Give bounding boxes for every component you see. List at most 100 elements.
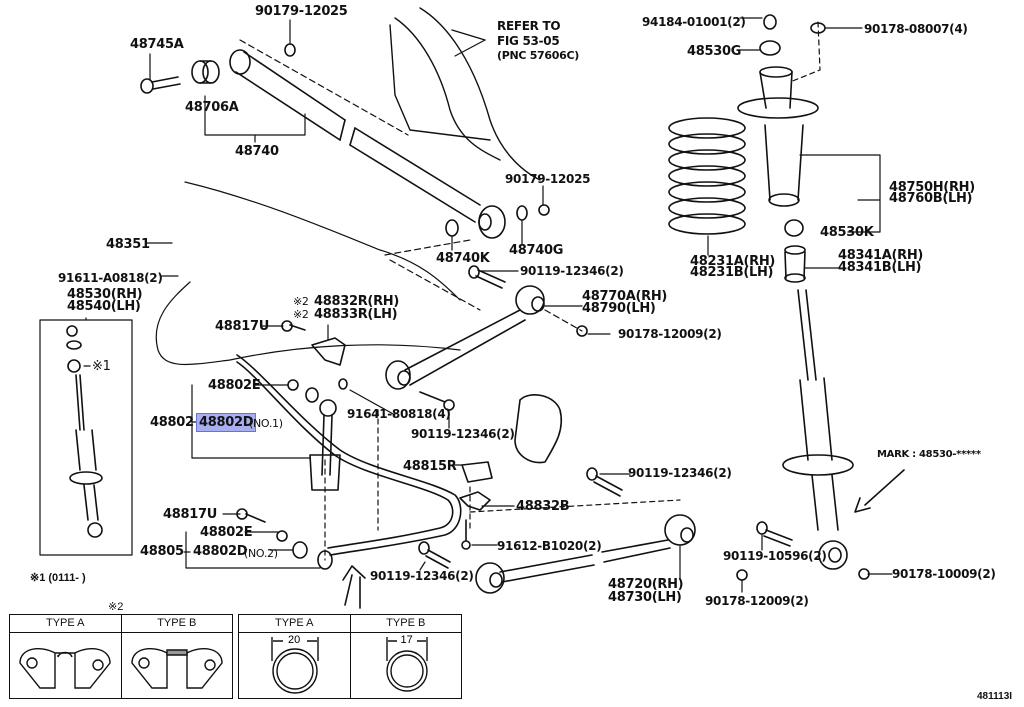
figure-code: 481113I	[977, 691, 1013, 702]
lateral-rod-48770A	[385, 285, 545, 390]
bumper-48341	[784, 245, 806, 283]
stabilizer-link	[309, 399, 341, 491]
callout-48740[interactable]: 48740	[235, 144, 279, 159]
callout-48832B[interactable]: 48832B	[516, 499, 570, 514]
bushing-type-a-illustration: 20	[239, 633, 350, 698]
callout-48530G[interactable]: 48530G	[687, 44, 742, 59]
callout-48750H[interactable]: 48750H(RH)	[889, 180, 975, 195]
callout-48341A[interactable]: 48341A(RH)	[838, 248, 924, 263]
bolt-91641	[338, 378, 348, 390]
bushing-48802E-bottom	[276, 530, 288, 542]
callout-48530K[interactable]: 48530K	[820, 225, 874, 240]
bushing-48802D-no1	[305, 387, 319, 403]
bracket-type-a-illustration	[10, 633, 121, 698]
callout-48802[interactable]: 48802	[150, 415, 194, 430]
callout-48231A[interactable]: 48231A(RH)	[690, 254, 776, 269]
callout-90119-10596[interactable]: 90119-10596(2)	[723, 549, 827, 563]
callout-48760B[interactable]: 48760B(LH)	[889, 191, 973, 206]
callout-48740G[interactable]: 48740G	[509, 243, 564, 258]
bushing-type-b-header: TYPE B	[349, 615, 462, 632]
callout-91611-A0818[interactable]: 91611-A0818(2)	[58, 271, 163, 285]
callout-48802D-no1-highlighted[interactable]: 48802D	[195, 413, 257, 432]
refer-to-line2[interactable]: FIG 53-05	[497, 34, 560, 48]
bushing-type-b-illustration: 17	[349, 633, 462, 698]
callout-48805[interactable]: 48805	[140, 544, 184, 559]
bolt-90119-10596	[756, 521, 793, 547]
bushing-48815R	[461, 461, 493, 483]
refer-to-line1: REFER TO	[497, 19, 561, 33]
callout-48832R[interactable]: 48832R(RH)	[314, 294, 400, 309]
callout-48706A[interactable]: 48706A	[185, 100, 239, 115]
callout-90119-12346-bottom[interactable]: 90119-12346(2)	[370, 569, 474, 583]
mark-arrow	[854, 469, 905, 513]
nut-90178-12009-top	[576, 325, 588, 337]
footnote-1: ※1 (0111- )	[30, 572, 86, 584]
bolt-48817U-top	[281, 320, 306, 332]
callout-48231B[interactable]: 48231B(LH)	[690, 265, 774, 280]
callout-48790[interactable]: 48790(LH)	[582, 301, 656, 316]
callout-48802E-top[interactable]: 48802E	[208, 378, 261, 393]
washer-48740K	[445, 219, 459, 237]
bracket-type-b-illustration	[120, 633, 233, 698]
body-outline	[184, 181, 461, 301]
footnote-2-mark: ※2	[108, 601, 124, 613]
shock-absorber	[782, 289, 854, 570]
callout-48351[interactable]: 48351	[106, 237, 150, 252]
callout-91641-80818[interactable]: 91641-80818(4)	[347, 407, 451, 421]
strut-mount	[737, 14, 826, 207]
bracket-48832B	[459, 491, 491, 511]
callout-90178-12009-top[interactable]: 90178-12009(2)	[618, 327, 722, 341]
note-mark-2-a: ※2	[293, 295, 309, 308]
callout-48817U-top[interactable]: 48817U	[215, 319, 269, 334]
bracket-type-table: TYPE A TYPE B	[9, 614, 233, 699]
callout-48802D-no2[interactable]: 48802D	[193, 544, 248, 559]
callout-48833R[interactable]: 48833R(LH)	[314, 307, 398, 322]
lower-arm-48720	[475, 514, 696, 594]
note-mark-2-b: ※2	[293, 308, 309, 321]
callout-no1-qualifier: (NO.1)	[249, 417, 283, 430]
bushing-type-a-dimension: 20	[288, 634, 301, 646]
callout-94184-01001[interactable]: 94184-01001(2)	[642, 15, 746, 29]
washer-48740G	[516, 205, 528, 221]
callout-91612-B1020[interactable]: 91612-B1020(2)	[497, 539, 602, 553]
callout-48730[interactable]: 48730(LH)	[608, 590, 682, 605]
nut-90178-12009-bottom	[736, 569, 748, 581]
callout-90178-12009-bottom[interactable]: 90178-12009(2)	[705, 594, 809, 608]
body-outline-lower	[155, 281, 461, 365]
bolt-48817U-bottom	[236, 508, 266, 523]
bracket-type-b-header: TYPE B	[120, 615, 233, 632]
callout-48770A[interactable]: 48770A(RH)	[582, 289, 668, 304]
callout-90119-12346-mid[interactable]: 90119-12346(2)	[411, 427, 515, 441]
body-bracket	[389, 7, 541, 181]
callout-48540[interactable]: 48540(LH)	[67, 299, 141, 314]
bracket-type-a-header: TYPE A	[45, 617, 85, 629]
callout-48530[interactable]: 48530(RH)	[67, 287, 143, 302]
shock-absorber-assembly-48530	[66, 325, 103, 538]
bushing-48802D-no2	[292, 541, 308, 559]
callout-90179-12025-mid[interactable]: 90179-12025	[505, 172, 591, 186]
callout-48802E-bottom[interactable]: 48802E	[200, 525, 253, 540]
arm-bushing	[478, 205, 506, 239]
callout-48720[interactable]: 48720(RH)	[608, 577, 684, 592]
callout-90178-08007[interactable]: 90178-08007(4)	[864, 22, 968, 36]
leader-lines	[39, 17, 893, 593]
callout-48740K[interactable]: 48740K	[436, 251, 490, 266]
callout-48815R[interactable]: 48815R	[403, 459, 457, 474]
callout-90119-12346-top[interactable]: 90119-12346(2)	[520, 264, 624, 278]
bolt-48745A	[140, 76, 181, 94]
callout-90119-12346-right[interactable]: 90119-12346(2)	[628, 466, 732, 480]
view-arrow	[342, 565, 366, 609]
nut-90179-mid	[538, 204, 550, 216]
callout-48745A[interactable]: 48745A	[130, 37, 184, 52]
callout-48341B[interactable]: 48341B(LH)	[838, 260, 922, 275]
callout-90179-12025-top[interactable]: 90179-12025	[255, 4, 348, 19]
callout-48817U-bottom[interactable]: 48817U	[163, 507, 217, 522]
knuckle	[514, 394, 563, 464]
callout-no2-qualifier: (NO.2)	[244, 547, 278, 560]
bushing-type-table: TYPE A TYPE B 20 17	[238, 614, 462, 699]
bushing-48802E-top	[287, 379, 299, 391]
callout-90178-10009[interactable]: 90178-10009(2)	[892, 567, 996, 581]
bump-stop-48530K	[784, 219, 804, 237]
